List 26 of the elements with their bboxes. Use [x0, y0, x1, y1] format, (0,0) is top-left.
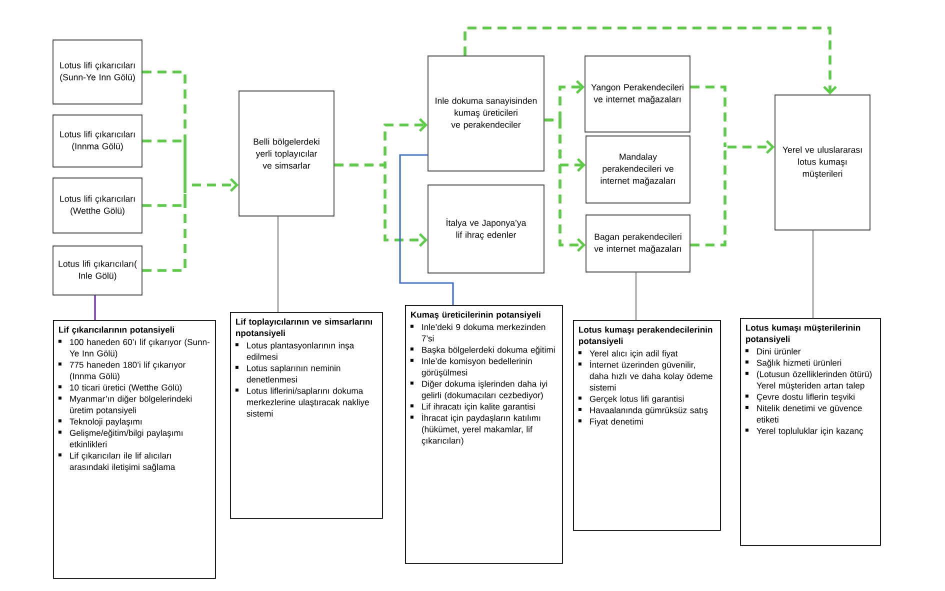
process-box: Yerel ve uluslararası lotus kumaşı müşterileri	[774, 94, 870, 230]
dashed-arrow	[544, 118, 586, 252]
process-box: İtalya ve Japonya’ya lif ihraç edenler	[428, 184, 544, 274]
dashed-arrow	[464, 26, 837, 95]
process-box: Lotus lifi çıkarıcıları( Inle Gölü)	[52, 246, 142, 296]
info-box: Lif çıkarıcılarının potansiyeli 100 haneden 60’ı lif çıkarıyor (Sunn-Ye Inn Gölü) 775 haneden 180’i lif çıkarıyor (Innma Gölü) 10 ticari üretici (Wetthe Gölü) Myanmar’ın diğer bölgelerindeki üretim potansiyeli Teknoloji paylaşımı Gelişme/eğitim/bilgi paylaşımı etkinlikleri Lif çıkarıcıları ile lif alıcıları arasındaki iletişimi sağlama	[53, 320, 216, 579]
process-box: Lotus lifi çıkarıcıları (Sunn-Ye Inn Gölü)	[52, 40, 142, 104]
info-box: Lif toplayıcılarının ve simsarlarını npotansiyeli Lotus plantasyonlarının inşa edilmesi Lotus saplarının neminin denetlenmesi Lotus liflerini/saplarını dokuma merkezlerine ulaştıracak nakliye sistemi	[230, 312, 383, 519]
connector-line	[812, 230, 814, 318]
dashed-arrow	[334, 164, 428, 247]
connector-line	[399, 154, 454, 305]
info-box: Lotus kumaşı müşterilerinin potansiyeli Dini ürünler Sağlık hizmeti ürünleri (Lotusun özelliklerinden ötürü) Yerel müşteriden artan talep Çevre dostu liflerin teşviki Nitelik denetimi ve güvence etiketi Yerel topluluklar için kazanç	[740, 318, 881, 546]
info-box: Kumaş üreticilerinin potansiyeli Inle’deki 9 dokuma merkezinden 7’si Başka bölgelerdeki dokuma eğitimi Inle’de komisyon bedellerinin görüşülmesi Diğer dokuma işlerinden daha iyi gelirli (dokumacıları cezbediyor) Lif ihracatı için kalite garantisi İhracat için paydaşların katılımı (hükümet, yerel makamlar, lif çıkarıcıları)	[405, 305, 563, 564]
process-box: Mandalay perakendecileri ve internet mağazaları	[586, 136, 690, 204]
dashed-arrow	[689, 86, 775, 246]
connector-line	[635, 272, 637, 320]
info-box: Lotus kumaşı perakendecilerinin potansiyeli Yerel alıcı için adil fiyat İnternet üzerinden güvenilir, daha hızlı ve daha kolay ödeme sistemi Gerçek lotus lifi garantisi Havaalanında gümrüksüz satış Fiyat denetimi	[573, 320, 721, 531]
connector-line	[277, 216, 279, 312]
process-box: Lotus lifi çıkarıcıları (Wetthe Gölü)	[52, 178, 142, 234]
process-box: Bagan perakendecileri ve internet mağazaları	[586, 214, 690, 272]
dashed-arrow	[141, 70, 239, 272]
connector-line	[94, 295, 96, 320]
process-box: Belli bölgelerdeki yerli toplayıcılar ve simsarlar	[238, 90, 334, 216]
process-box: Inle dokuma sanayisinden kumaş üreticileri ve perakendeciler	[428, 56, 544, 172]
process-box: Yangon Perakendecileri ve internet mağazaları	[584, 56, 690, 132]
process-box: Lotus lifi çıkarıcıları (Innma Gölü)	[52, 114, 142, 168]
